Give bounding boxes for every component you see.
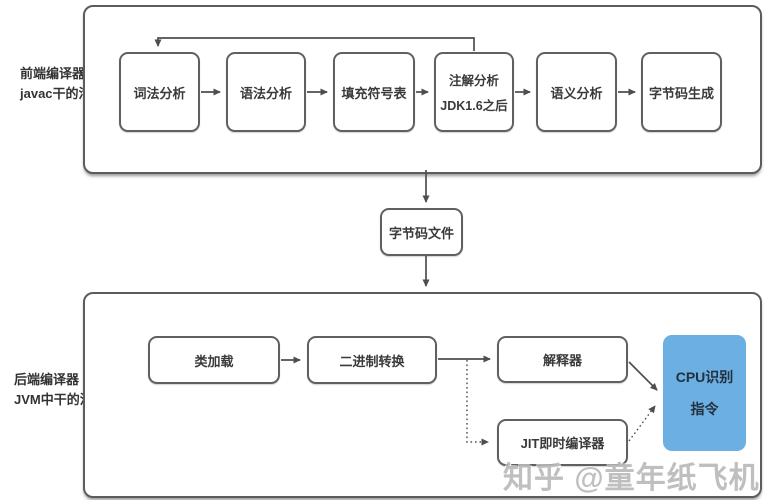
back-compiler-side-label: 后端编译器 JVM中干的活 — [14, 370, 93, 410]
node-fill-symbol-table: 填充符号表 — [333, 52, 415, 132]
node-label: 填充符号表 — [341, 85, 407, 101]
node-jit-compiler: JIT即时编译器 — [497, 419, 628, 466]
node-class-loading: 类加载 — [148, 336, 280, 384]
node-bytecode-generation: 字节码生成 — [641, 52, 722, 132]
node-binary-conversion: 二进制转换 — [307, 336, 437, 384]
node-label: 注解分析 — [448, 74, 499, 88]
node-label: 词法分析 — [133, 85, 186, 101]
node-interpreter: 解释器 — [497, 336, 628, 383]
node-bytecode-file: 字节码文件 — [380, 208, 463, 256]
node-label: JIT即时编译器 — [520, 436, 605, 451]
node-label: 字节码文件 — [388, 225, 454, 241]
node-label: 语法分析 — [239, 85, 292, 101]
node-sublabel: JDK1.6之后 — [440, 99, 508, 113]
node-label: 字节码生成 — [648, 85, 714, 101]
node-label: 类加载 — [194, 353, 234, 369]
back-compiler-label-line1: 后端编译器 — [14, 372, 80, 387]
node-label-line2: 指令 — [690, 401, 719, 417]
front-compiler-label-line2: javac干的活 — [20, 86, 92, 101]
node-label: 解释器 — [542, 353, 582, 368]
back-compiler-container — [83, 292, 762, 498]
node-cpu-instructions: CPU识别 指令 — [663, 335, 746, 451]
back-compiler-label-line2: JVM中干的活 — [14, 392, 93, 407]
front-compiler-label-line1: 前端编译器 — [20, 66, 86, 81]
node-label: 二进制转换 — [339, 353, 405, 369]
node-label-line1: CPU识别 — [675, 369, 734, 385]
node-label: 语义分析 — [550, 85, 603, 101]
zhihu-watermark: 知乎 @童年纸飞机 — [503, 462, 760, 495]
node-syntax-analysis: 语法分析 — [226, 52, 306, 132]
node-lexical-analysis: 词法分析 — [119, 52, 200, 132]
front-compiler-side-label: 前端编译器 javac干的活 — [20, 64, 94, 104]
node-semantic-analysis: 语义分析 — [536, 52, 617, 132]
node-annotation-analysis: 注解分析 JDK1.6之后 — [434, 52, 514, 132]
